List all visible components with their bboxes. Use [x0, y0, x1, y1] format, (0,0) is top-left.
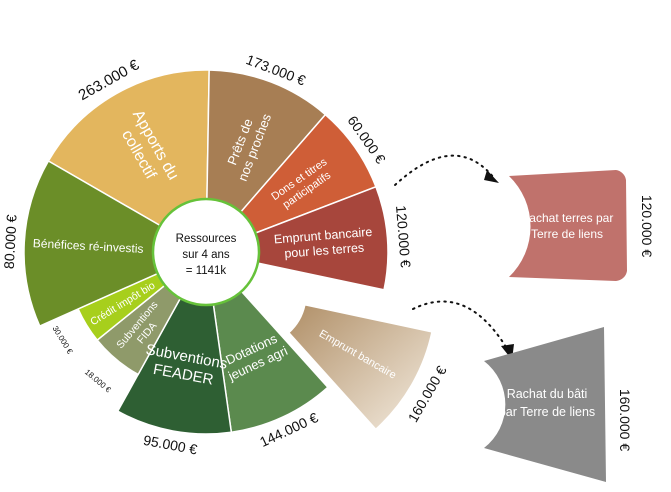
use-amount-rachat-terres: 120.000 € — [639, 195, 655, 257]
slice-amount-9: 80.000 € — [1, 214, 20, 269]
dotted-arrow-terres — [394, 154, 495, 186]
center-label-line-3: = 1141k — [186, 265, 227, 277]
use-label-rachat-terres-line-2: Terre de liens — [531, 227, 603, 241]
slice-amount-3: 120.000 € — [393, 205, 414, 269]
center-circle — [151, 197, 261, 307]
use-amount-rachat-bati: 160.000 € — [617, 389, 633, 451]
use-label-rachat-terres-line-1: Rachat terres par — [521, 211, 614, 225]
arrowhead-terres-icon — [484, 170, 499, 183]
slice-label-3: Emprunt bancairepour les terres — [273, 225, 374, 262]
use-shape-rachat-bati — [484, 327, 606, 482]
use-shape-rachat-terres — [509, 170, 627, 281]
slice-amount-7: 18.000 € — [83, 367, 113, 394]
slice-amount-8: 30.000 € — [51, 324, 75, 356]
pie-slice-4 — [287, 303, 433, 431]
uses-group: Rachat terres par Terre de liens Rachat … — [394, 154, 655, 482]
pie-center: Ressources sur 4 ans = 1141k — [151, 197, 261, 307]
center-label-line-1: Ressources — [176, 233, 237, 245]
center-label-line-2: sur 4 ans — [182, 249, 230, 261]
dotted-arrow-bati — [412, 300, 510, 353]
slice-amount-6: 95.000 € — [142, 432, 199, 458]
slice-label-9: Bénéfices ré-investis — [33, 236, 144, 256]
use-label-rachat-bati-line-1: Rachat du bâti — [507, 387, 588, 401]
use-label-rachat-bati-line-2: par Terre de liens — [499, 405, 595, 419]
pie-slices — [23, 69, 433, 435]
